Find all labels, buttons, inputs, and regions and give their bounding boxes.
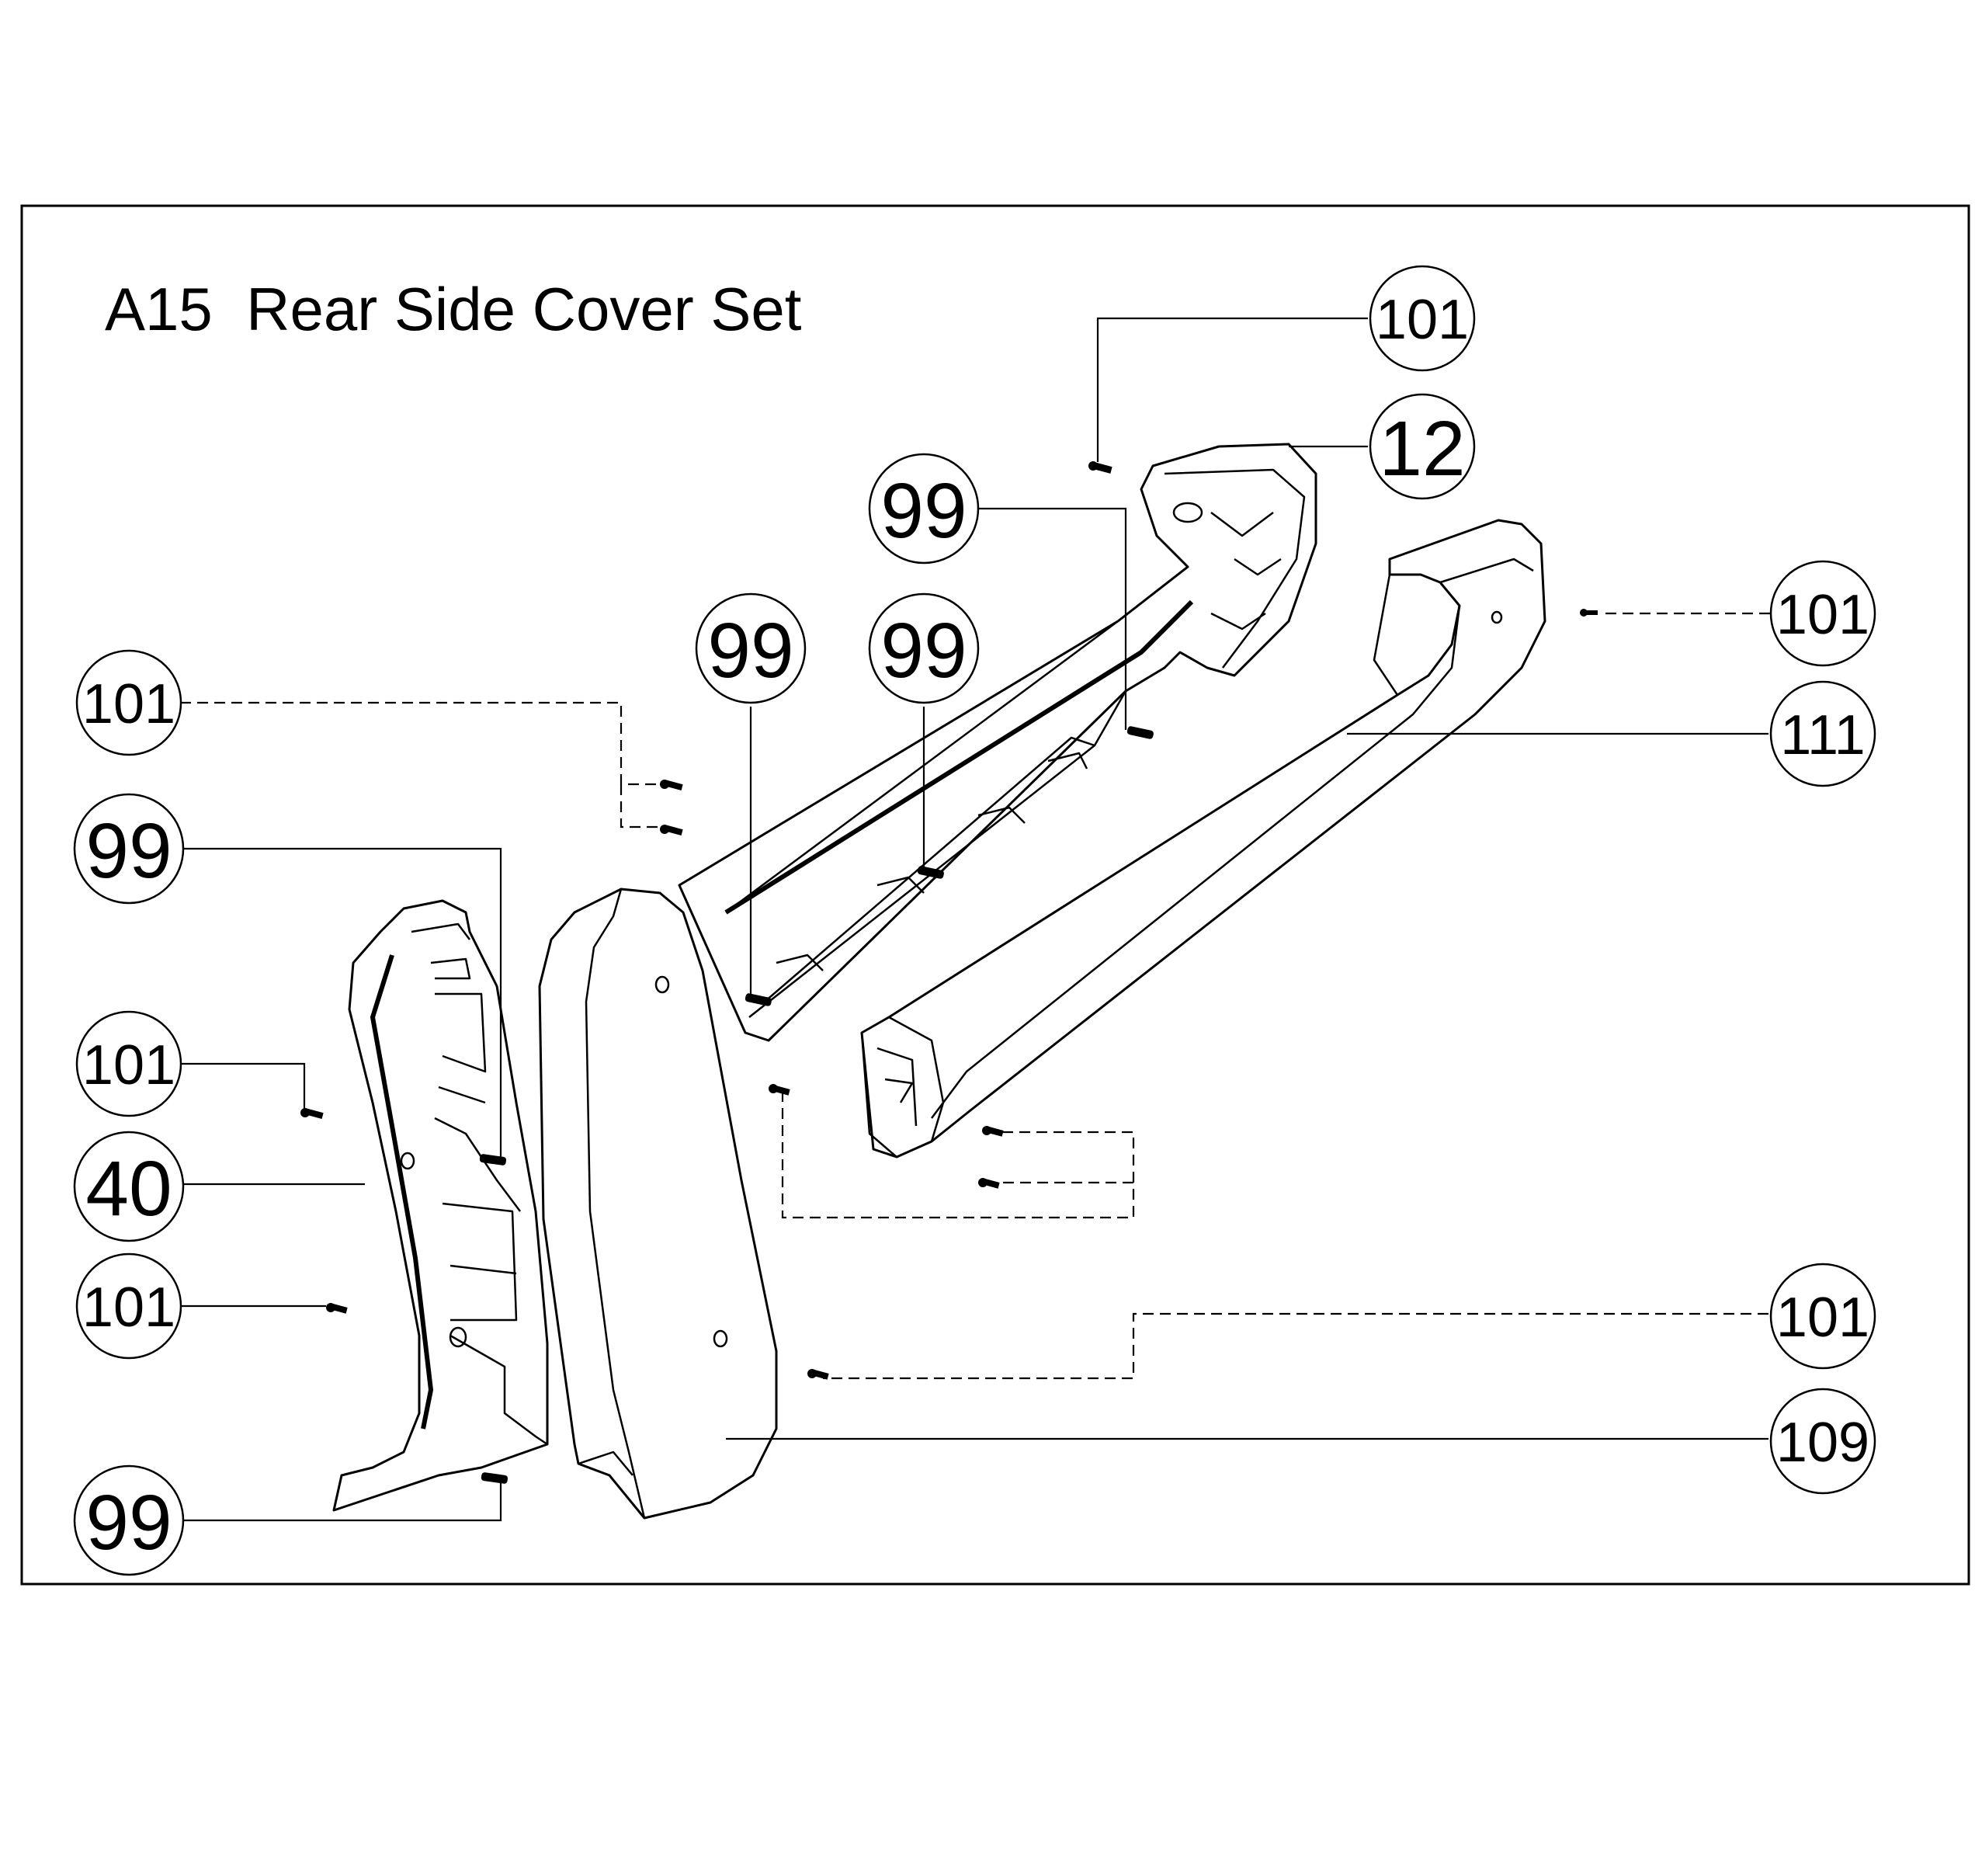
part-40-inner-cover <box>332 899 549 1512</box>
callout-101: 101 <box>75 1010 182 1117</box>
callout-101: 101 <box>1769 1263 1876 1370</box>
screw-icon <box>660 780 683 790</box>
diagram-frame <box>20 204 1970 1586</box>
svg-text:101: 101 <box>1776 1287 1869 1349</box>
callout-99: 99 <box>73 793 185 905</box>
screws <box>300 461 1598 1484</box>
leader-lines <box>180 317 1770 1522</box>
part-12-rear-rail <box>678 443 1317 1042</box>
callout-99: 99 <box>868 592 980 704</box>
svg-text:111: 111 <box>1780 704 1865 766</box>
svg-text:101: 101 <box>82 1277 175 1339</box>
callout-109: 109 <box>1769 1388 1876 1495</box>
screw-icon <box>1088 461 1112 474</box>
bolt-icon <box>479 1154 507 1166</box>
part-111-side-cover <box>860 519 1546 1159</box>
callout-99: 99 <box>73 1464 185 1576</box>
svg-text:12: 12 <box>1379 405 1465 492</box>
screw-icon <box>326 1303 348 1314</box>
svg-text:99: 99 <box>880 607 967 694</box>
screw-icon <box>769 1084 790 1096</box>
bolt-icon <box>1126 726 1154 739</box>
callout-99: 99 <box>868 453 980 565</box>
callout-40: 40 <box>73 1131 185 1242</box>
callout-101: 101 <box>75 649 182 756</box>
svg-text:101: 101 <box>1376 289 1469 351</box>
svg-text:109: 109 <box>1776 1412 1869 1474</box>
screw-icon <box>660 825 683 836</box>
screw-icon <box>807 1369 829 1380</box>
callout-111: 111 <box>1769 680 1876 787</box>
svg-text:101: 101 <box>1776 584 1869 646</box>
callout-12: 12 <box>1369 393 1476 500</box>
bolt-icon <box>745 993 772 1006</box>
callout-101: 101 <box>1369 265 1476 372</box>
svg-text:40: 40 <box>85 1145 172 1232</box>
diagram-title: A15 Rear Side Cover Set <box>105 275 802 343</box>
svg-text:99: 99 <box>707 607 793 694</box>
svg-text:99: 99 <box>85 1479 172 1566</box>
svg-text:99: 99 <box>85 808 172 895</box>
svg-text:101: 101 <box>82 673 175 735</box>
screw-icon <box>1580 609 1598 617</box>
callout-101: 101 <box>1769 560 1876 667</box>
part-109-front-cover <box>538 888 778 1520</box>
svg-text:99: 99 <box>880 467 967 554</box>
callout-99: 99 <box>695 592 807 704</box>
screw-icon <box>982 1126 1004 1137</box>
callout-101: 101 <box>75 1252 182 1360</box>
svg-text:101: 101 <box>82 1034 175 1096</box>
screw-icon <box>978 1178 1000 1189</box>
screw-icon <box>300 1108 324 1119</box>
bolt-icon <box>481 1472 509 1484</box>
